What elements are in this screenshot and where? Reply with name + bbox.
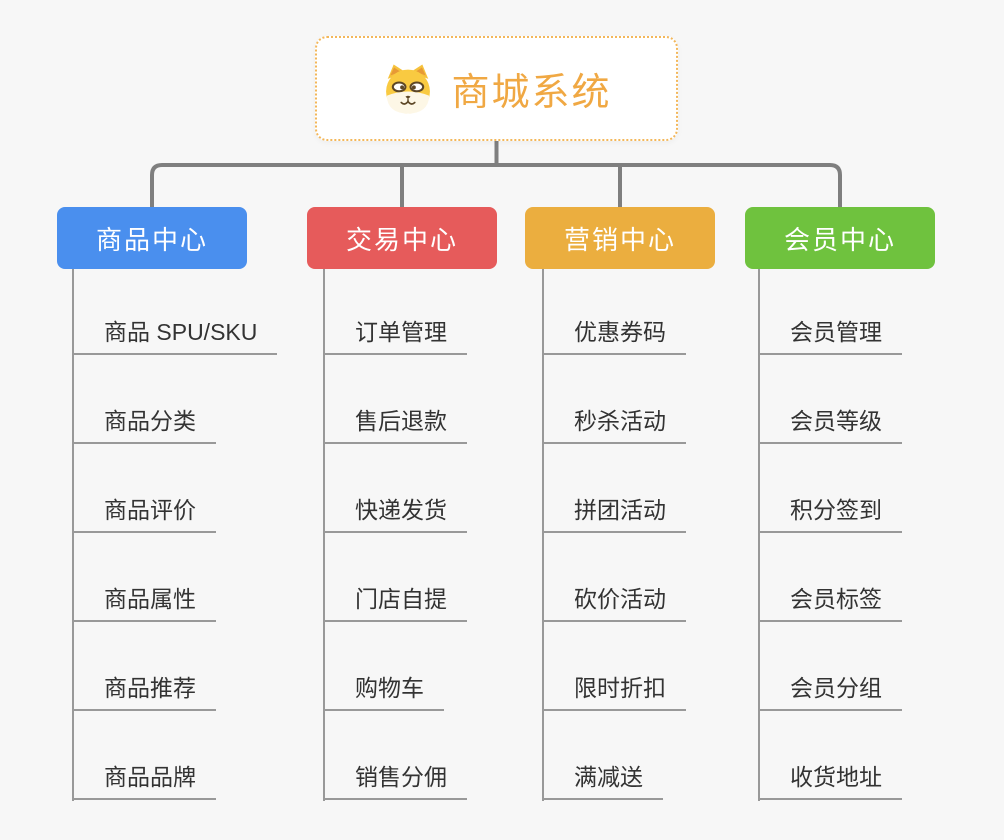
branch-trunk-line bbox=[542, 269, 544, 801]
leaf-topic[interactable]: 订单管理 bbox=[323, 318, 467, 355]
leaf-topic[interactable]: 收货地址 bbox=[758, 763, 902, 800]
leaf-topic[interactable]: 商品分类 bbox=[72, 407, 216, 444]
branch-member-center[interactable]: 会员中心 bbox=[745, 207, 935, 269]
branch-trunk-line bbox=[323, 269, 325, 801]
leaf-topic[interactable]: 会员分组 bbox=[758, 674, 902, 711]
leaf-topic[interactable]: 快递发货 bbox=[323, 496, 467, 533]
leaf-topic[interactable]: 商品 SPU/SKU bbox=[72, 318, 278, 355]
leaf-topic[interactable]: 限时折扣 bbox=[542, 674, 686, 711]
leaf-topic[interactable]: 满减送 bbox=[542, 763, 663, 800]
leaf-topic[interactable]: 会员标签 bbox=[758, 585, 902, 622]
leaf-topic[interactable]: 商品属性 bbox=[72, 585, 216, 622]
root-topic[interactable]: 商城系统 bbox=[315, 36, 678, 141]
leaf-topic[interactable]: 购物车 bbox=[323, 674, 444, 711]
leaf-topic[interactable]: 拼团活动 bbox=[542, 496, 686, 533]
leaf-topic[interactable]: 销售分佣 bbox=[323, 763, 467, 800]
branch-trunk-line bbox=[72, 269, 74, 801]
leaf-topic[interactable]: 优惠券码 bbox=[542, 318, 686, 355]
leaf-topic[interactable]: 会员管理 bbox=[758, 318, 902, 355]
leaf-topic[interactable]: 售后退款 bbox=[323, 407, 467, 444]
leaf-topic[interactable]: 商品品牌 bbox=[72, 763, 216, 800]
root-title: 商城系统 bbox=[451, 72, 612, 114]
branch-marketing-center[interactable]: 营销中心 bbox=[525, 207, 715, 269]
leaf-topic[interactable]: 秒杀活动 bbox=[542, 407, 686, 444]
branch-trunk-line bbox=[758, 269, 760, 801]
branch-trade-center[interactable]: 交易中心 bbox=[307, 207, 497, 269]
dog-face-icon bbox=[381, 62, 435, 116]
leaf-topic[interactable]: 商品推荐 bbox=[72, 674, 216, 711]
leaf-topic[interactable]: 积分签到 bbox=[758, 496, 902, 533]
leaf-topic[interactable]: 会员等级 bbox=[758, 407, 902, 444]
leaf-topic[interactable]: 砍价活动 bbox=[542, 585, 686, 622]
leaf-topic[interactable]: 商品评价 bbox=[72, 496, 216, 533]
leaf-topic[interactable]: 门店自提 bbox=[323, 585, 467, 622]
branch-product-center[interactable]: 商品中心 bbox=[57, 207, 247, 269]
